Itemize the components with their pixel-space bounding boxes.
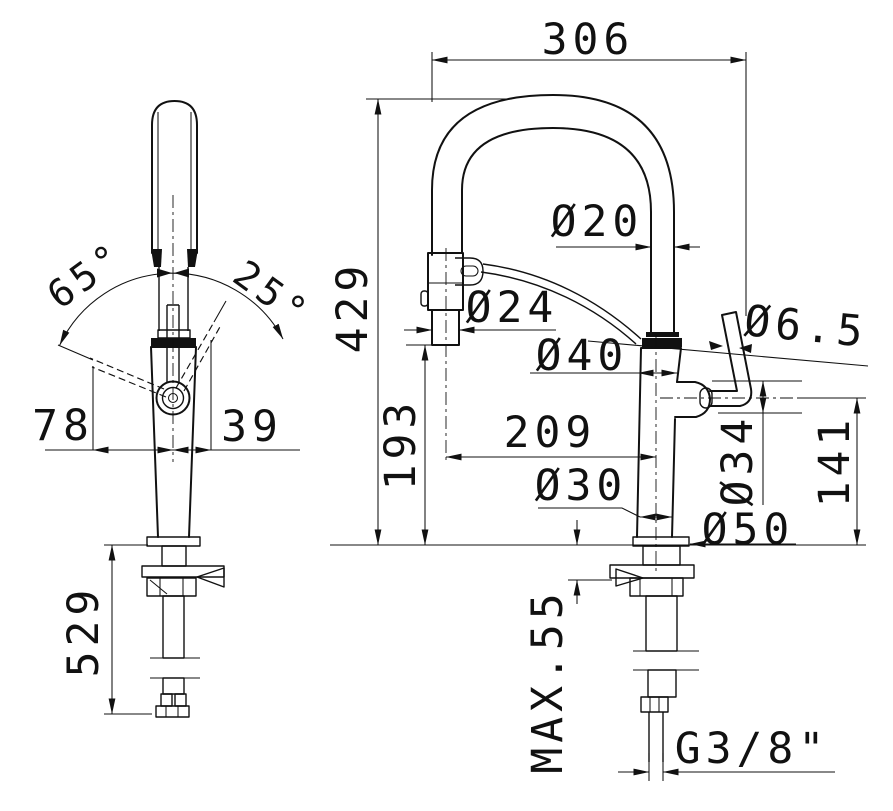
label-tube-dia: Ø20: [551, 197, 644, 247]
label-body-bottom-dia: Ø30: [535, 461, 628, 511]
label-angle-open: 65°: [39, 233, 133, 318]
label-base-dia: Ø50: [702, 505, 795, 555]
hose-connector: [455, 257, 484, 286]
dim-counter-thickness: [568, 520, 612, 604]
label-handle-height: 141: [810, 415, 860, 508]
label-head-dia: Ø24: [466, 283, 559, 333]
break-lines: [150, 657, 200, 679]
label-offset-left: 78: [32, 401, 94, 451]
label-outlet-height: 193: [376, 398, 426, 491]
label-body-top-dia: Ø40: [536, 331, 629, 381]
dim-heights: [366, 98, 512, 546]
lever: [709, 311, 753, 407]
label-boss-dia: Ø34: [713, 414, 763, 507]
label-angle-close: 25°: [225, 252, 319, 337]
break-lines: [633, 650, 699, 671]
label-reach: 209: [504, 408, 597, 458]
spray-head: [420, 248, 484, 462]
label-offset-right: 39: [221, 402, 283, 452]
body-front: [150, 195, 197, 538]
dim-lever-dia: [587, 340, 869, 367]
dim-supply-thread: [618, 753, 835, 781]
spout-arch: [431, 94, 682, 347]
label-under-depth: 529: [59, 585, 109, 678]
handle-pos-25-dashed: [175, 321, 222, 392]
side-view: 306 429 193 Ø20 Ø24 Ø40 209 Ø30 Ø50 Ø34 …: [328, 15, 870, 781]
handle-boss: [674, 381, 711, 418]
label-supply-thread: G3/8": [675, 724, 829, 774]
dim-body-bottom-dia: [538, 507, 673, 521]
label-overall-height: 429: [328, 261, 378, 354]
spout-tube-front: [151, 100, 198, 267]
pullout-hose: [480, 263, 642, 345]
label-counter-thickness: MAX.55: [523, 588, 573, 773]
handle-assembly: [660, 311, 800, 418]
dim-boss-dia: [712, 380, 802, 505]
spray-button: [420, 290, 429, 307]
dim-under-depth: [104, 544, 152, 715]
front-under-counter: [141, 536, 225, 718]
handle-pos-65-dashed: [89, 357, 167, 398]
label-lever-dia: Ø6.5: [742, 296, 870, 358]
dim-handle-height: [800, 397, 866, 546]
dim-offsets: [45, 340, 300, 454]
dim-overall-width: [431, 52, 747, 316]
label-overall-width: 306: [542, 15, 635, 65]
front-view: 65° 25° 78 39 529: [32, 100, 319, 718]
handle-swing-arc: [57, 268, 284, 398]
